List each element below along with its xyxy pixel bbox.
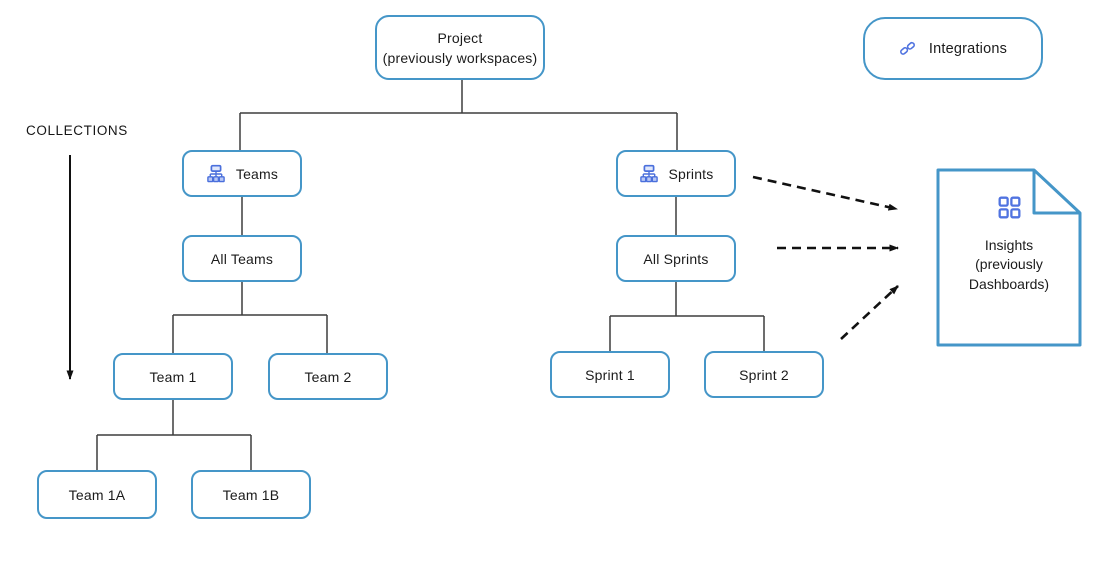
team-1b-label: Team 1B: [222, 486, 280, 503]
team-1-label: Team 1: [149, 368, 197, 385]
sprint-2-label: Sprint 2: [739, 366, 789, 383]
node-sprint-1: Sprint 1: [550, 351, 670, 398]
node-teams: Teams: [182, 150, 302, 197]
arrow-sprints-insights: [752, 175, 898, 211]
collections-label: COLLECTIONS: [26, 123, 128, 138]
all-teams-label: All Teams: [210, 250, 274, 267]
insights-subtitle-2: Dashboards): [968, 275, 1050, 292]
project-title: Project: [437, 29, 483, 46]
node-all-teams: All Teams: [182, 235, 302, 282]
dashed-arrows: [752, 175, 899, 340]
node-team-2: Team 2: [268, 353, 388, 400]
sprints-label: Sprints: [668, 165, 714, 182]
team-1a-label: Team 1A: [68, 486, 126, 503]
node-sprints: Sprints: [616, 150, 736, 197]
link-icon: [899, 40, 916, 57]
org-chart-icon: [206, 164, 226, 184]
connector-allteams-children: [172, 282, 328, 353]
all-sprints-label: All Sprints: [643, 250, 709, 267]
grid-icon: [998, 196, 1021, 225]
node-insights: Insights (previously Dashboards): [938, 170, 1080, 345]
node-team-1a: Team 1A: [37, 470, 157, 519]
connector-team1-children: [96, 400, 252, 470]
node-integrations: Integrations: [863, 17, 1043, 80]
node-sprint-2: Sprint 2: [704, 351, 824, 398]
node-team-1b: Team 1B: [191, 470, 311, 519]
teams-label: Teams: [235, 165, 279, 182]
node-all-sprints: All Sprints: [616, 235, 736, 282]
connector-allsprints-children: [609, 282, 765, 351]
org-chart-icon: [639, 164, 659, 184]
integrations-label: Integrations: [928, 40, 1008, 57]
node-team-1: Team 1: [113, 353, 233, 400]
sprint-1-label: Sprint 1: [585, 366, 635, 383]
insights-title: Insights: [984, 236, 1034, 253]
team-2-label: Team 2: [304, 368, 352, 385]
project-subtitle: (previously workspaces): [382, 49, 538, 66]
insights-subtitle-1: (previously: [975, 256, 1043, 272]
node-project: Project (previously workspaces): [375, 15, 545, 80]
arrow-sprint2-insights: [840, 285, 899, 340]
